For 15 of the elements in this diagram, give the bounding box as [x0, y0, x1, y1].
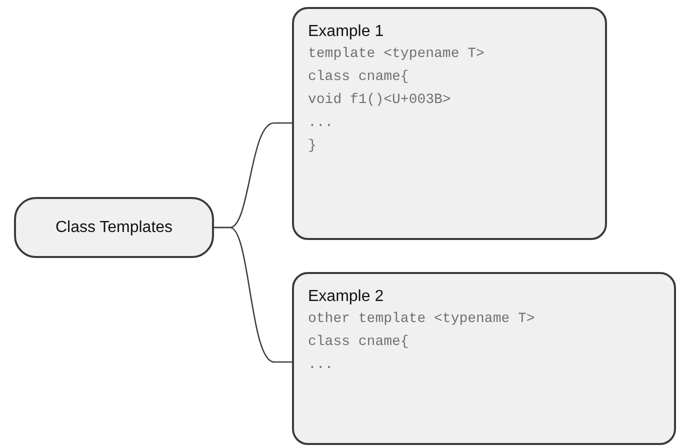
code-line: } [308, 137, 316, 156]
code-line: ... [308, 114, 334, 133]
code-line: class cname{ [308, 333, 409, 352]
topic-label: Class Templates [55, 218, 173, 238]
topic-box [14, 197, 214, 258]
connector-line [214, 226, 292, 363]
code-card [292, 272, 676, 445]
example-heading: Example 2 [308, 287, 384, 307]
code-line: ... [308, 356, 334, 375]
code-line: void f1()<U+003B> [308, 91, 451, 110]
code-card [292, 7, 607, 240]
code-line: other template <typename T> [308, 310, 535, 329]
example-heading: Example 1 [308, 22, 384, 42]
code-line: template <typename T> [308, 45, 484, 64]
code-line: class cname{ [308, 68, 409, 87]
